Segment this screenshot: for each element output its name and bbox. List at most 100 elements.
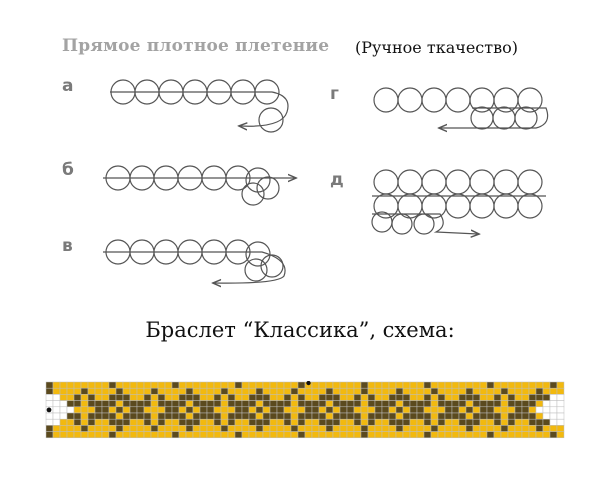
pattern-cell: [430, 387, 439, 395]
pattern-cell: [437, 394, 446, 401]
pattern-cell: [171, 412, 180, 420]
pattern-cell: [87, 425, 96, 432]
pattern-cell: [556, 412, 565, 420]
pattern-cell: [423, 400, 432, 408]
pattern-cell: [416, 381, 425, 389]
pattern-cell: [360, 425, 369, 432]
pattern-cell: [45, 431, 54, 439]
pattern-cell: [339, 406, 348, 414]
pattern-cell: [528, 381, 537, 389]
pattern-cell: [500, 418, 509, 426]
pattern-cell: [185, 418, 194, 426]
pattern-cell: [437, 425, 446, 432]
pattern-cell: [549, 394, 558, 401]
pattern-cell: [465, 394, 474, 401]
pattern-cell: [206, 425, 215, 432]
pattern-cell: [500, 425, 509, 432]
pattern-cell: [304, 406, 313, 414]
pattern-cell: [437, 400, 446, 408]
pattern-cell: [52, 412, 61, 420]
pattern-cell: [388, 387, 397, 395]
pattern-cell: [73, 412, 82, 420]
pattern-cell: [213, 381, 222, 389]
pattern-cell: [80, 387, 89, 395]
pattern-cell: [479, 412, 488, 420]
pattern-cell: [535, 406, 544, 414]
pattern-cell: [395, 418, 404, 426]
pattern-cell: [220, 394, 229, 401]
pattern-cell: [297, 412, 306, 420]
pattern-cell: [290, 418, 299, 426]
pattern-cell: [381, 394, 390, 401]
pattern-cell: [185, 412, 194, 420]
step-b-beads: [103, 165, 295, 206]
pattern-cell: [353, 394, 362, 401]
pattern-cell: [136, 406, 145, 414]
pattern-cell: [66, 431, 75, 439]
pattern-cell: [353, 381, 362, 389]
pattern-cell: [353, 387, 362, 395]
pattern-cell: [507, 381, 516, 389]
pattern-cell: [367, 381, 376, 389]
pattern-cell: [108, 400, 117, 408]
pattern-cell: [486, 381, 495, 389]
pattern-cell: [157, 412, 166, 420]
pattern-cell: [283, 381, 292, 389]
pattern-cell: [150, 425, 159, 432]
pattern-cell: [206, 431, 215, 439]
pattern-cell: [241, 431, 250, 439]
pattern-cell: [549, 387, 558, 395]
pattern-cell: [234, 394, 243, 401]
pattern-cell: [115, 412, 124, 420]
pattern-cell: [262, 394, 271, 401]
pattern-cell: [129, 381, 138, 389]
pattern-cell: [472, 431, 481, 439]
pattern-cell: [255, 400, 264, 408]
pattern-cell: [248, 400, 257, 408]
pattern-cell: [500, 412, 509, 420]
pattern-cell: [171, 381, 180, 389]
pattern-cell: [486, 425, 495, 432]
pattern-cell: [45, 394, 54, 401]
pattern-cell: [199, 418, 208, 426]
pattern-cell: [94, 400, 103, 408]
pattern-cell: [206, 418, 215, 426]
pattern-cell: [178, 412, 187, 420]
pattern-cell: [339, 412, 348, 420]
pattern-cell: [395, 406, 404, 414]
pattern-cell: [360, 387, 369, 395]
pattern-cell: [549, 400, 558, 408]
pattern-cell: [395, 431, 404, 439]
pattern-cell: [73, 431, 82, 439]
pattern-cell: [192, 394, 201, 401]
pattern-cell: [73, 418, 82, 426]
pattern-cell: [192, 418, 201, 426]
pattern-cell: [479, 431, 488, 439]
pattern-cell: [171, 406, 180, 414]
pattern-cell: [255, 394, 264, 401]
pattern-cell: [311, 431, 320, 439]
pattern-cell: [283, 394, 292, 401]
pattern-cell: [283, 400, 292, 408]
pattern-cell: [248, 412, 257, 420]
pattern-cell: [409, 394, 418, 401]
pattern-cell: [381, 406, 390, 414]
pattern-cell: [234, 418, 243, 426]
pattern-cell: [367, 394, 376, 401]
pattern-cell: [262, 381, 271, 389]
pattern-cell: [220, 431, 229, 439]
pattern-cell: [143, 400, 152, 408]
pattern-cell: [458, 412, 467, 420]
pattern-cell: [423, 394, 432, 401]
pattern-cell: [73, 400, 82, 408]
pattern-cell: [339, 425, 348, 432]
pattern-cell: [458, 394, 467, 401]
pattern-cell: [500, 387, 509, 395]
pattern-cell: [458, 406, 467, 414]
pattern-cell: [465, 425, 474, 432]
pattern-cell: [472, 394, 481, 401]
pattern-cell: [381, 381, 390, 389]
pattern-cell: [164, 381, 173, 389]
pattern-cell: [241, 418, 250, 426]
step-label-a: а: [62, 76, 74, 96]
